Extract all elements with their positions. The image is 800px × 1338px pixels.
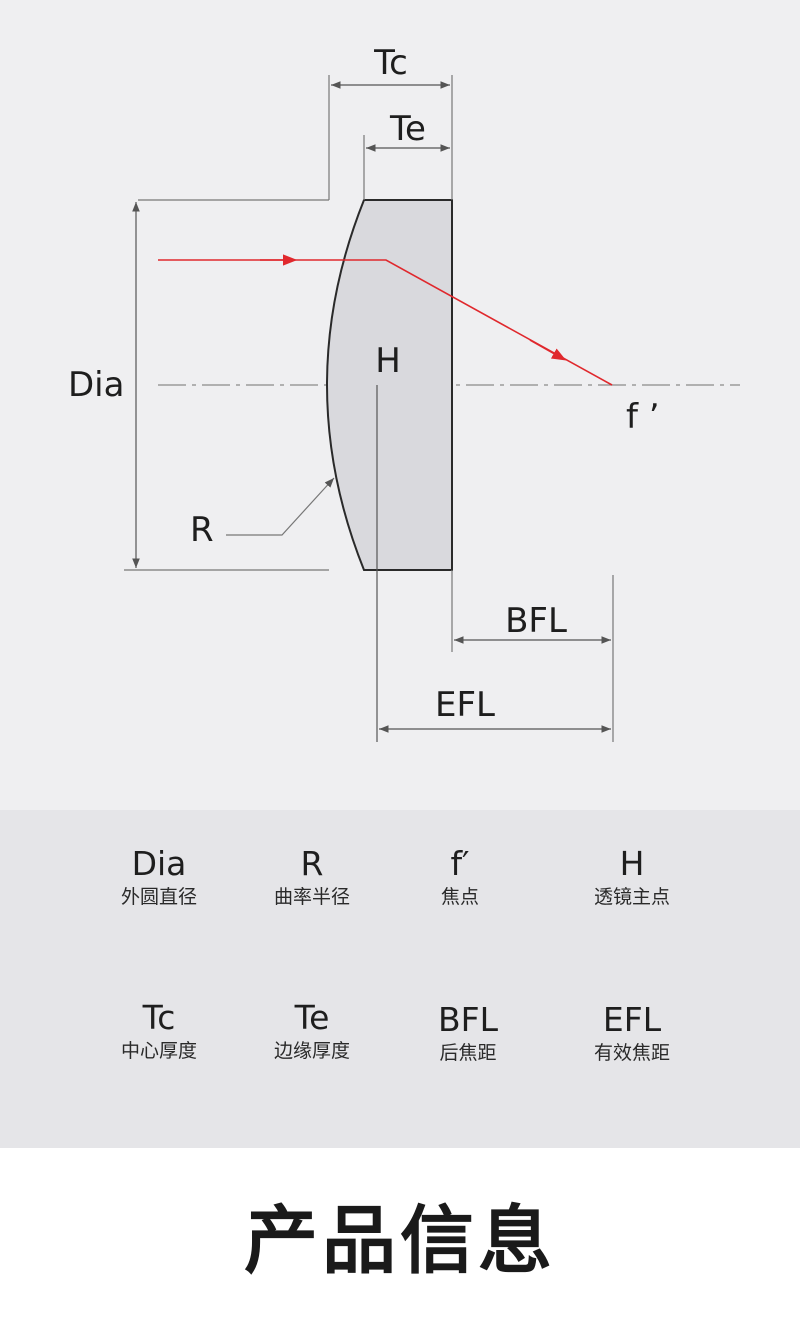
- legend-symbol: H: [619, 844, 645, 883]
- legend-item-te: Te 边缘厚度: [232, 1000, 392, 1064]
- legend-desc: 有效焦距: [593, 1042, 670, 1064]
- legend-desc: 透镜主点: [593, 886, 670, 908]
- legend-item-dia: Dia 外圆直径: [79, 846, 239, 910]
- light-ray-arrow-2: [529, 339, 567, 361]
- legend-item-h: H 透镜主点: [552, 846, 712, 910]
- r-label: R: [190, 510, 214, 550]
- efl-label: EFL: [435, 685, 495, 725]
- legend-symbol: Dia: [131, 844, 187, 883]
- legend-panel: Dia 外圆直径 R 曲率半径 f′ 焦点 H 透镜主点 Tc 中心厚度 Te …: [0, 810, 800, 1148]
- footer-section: 产品信息: [0, 1148, 800, 1338]
- lens-diagram: Tc Te Dia H f ’ R BFL EFL: [68, 43, 740, 742]
- legend-symbol: BFL: [437, 1000, 498, 1039]
- legend-desc: 后焦距: [439, 1042, 497, 1064]
- legend-symbol: EFL: [602, 1000, 662, 1039]
- legend-item-bfl: BFL 后焦距: [388, 1002, 548, 1066]
- legend-desc: 焦点: [440, 886, 479, 908]
- legend-desc: 外圆直径: [120, 886, 197, 908]
- tc-label: Tc: [373, 43, 408, 83]
- bfl-label: BFL: [505, 601, 567, 641]
- legend-desc: 曲率半径: [273, 886, 350, 908]
- focal-point-label: f ’: [626, 397, 660, 437]
- legend-desc: 边缘厚度: [273, 1040, 350, 1062]
- legend-symbol: R: [300, 844, 324, 883]
- legend-symbol: Tc: [142, 998, 176, 1037]
- legend-item-r: R 曲率半径: [232, 846, 392, 910]
- page-title: 产品信息: [244, 1198, 556, 1284]
- legend-symbol: f′: [450, 844, 470, 883]
- r-leader-line: [226, 477, 335, 536]
- legend-symbol: Te: [294, 998, 330, 1037]
- legend-item-f-prime: f′ 焦点: [380, 846, 540, 910]
- legend-desc: 中心厚度: [120, 1040, 197, 1062]
- te-label: Te: [389, 109, 426, 149]
- legend-item-tc: Tc 中心厚度: [79, 1000, 239, 1064]
- dia-label: Dia: [68, 365, 124, 405]
- h-label: H: [375, 341, 401, 381]
- lens-body: [326, 199, 453, 571]
- lens-diagram-panel: Tc Te Dia H f ’ R BFL EFL: [0, 0, 800, 810]
- legend-item-efl: EFL 有效焦距: [552, 1002, 712, 1066]
